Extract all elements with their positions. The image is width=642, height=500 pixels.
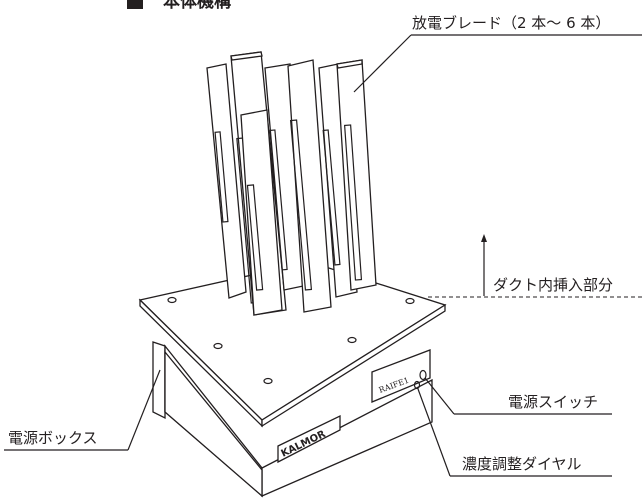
control-panel: RAIFE1 — [371, 349, 431, 403]
dial-label: 濃度調整ダイヤル — [462, 455, 582, 473]
blade-label: 放電ブレード（2 本〜 6 本） — [412, 14, 610, 32]
power-switch[interactable] — [419, 369, 427, 381]
discharge-blades — [206, 51, 377, 316]
arrow-up-icon — [481, 234, 487, 242]
power-box-label: 電源ボックス — [8, 429, 98, 447]
blade-callout: 放電ブレード（2 本〜 6 本） — [353, 14, 642, 93]
power-switch-callout: 電源スイッチ — [424, 377, 612, 415]
duct-label: ダクト内挿入部分 — [493, 276, 613, 294]
title: 本体機構 — [163, 0, 231, 12]
title-square-icon — [127, 0, 143, 9]
dial-callout: 濃度調整ダイヤル — [417, 388, 612, 477]
power-switch-label: 電源スイッチ — [508, 393, 598, 411]
power-box-callout: 電源ボックス — [4, 369, 161, 451]
duct-callout: ダクト内挿入部分 — [428, 234, 642, 298]
power-box-body — [138, 261, 447, 498]
concentration-dial[interactable] — [413, 380, 421, 390]
